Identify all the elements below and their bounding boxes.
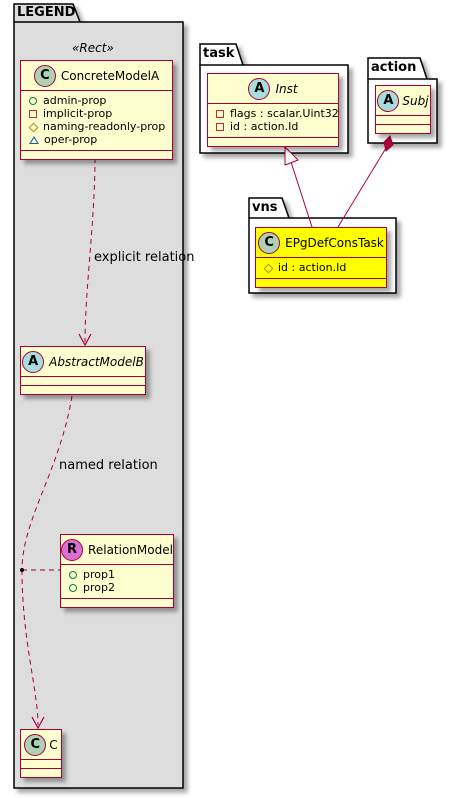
class-concrete-model-a[interactable]: C ConcreteModelA admin-prop implicit-pro… <box>20 60 173 160</box>
class-header: A AbstractModelB <box>21 347 145 377</box>
method-list <box>61 599 173 607</box>
class-name: C <box>49 737 58 752</box>
class-header: A Subj <box>376 86 430 116</box>
method-list <box>21 386 145 394</box>
attribute-row: flags : scalar.Uint32 <box>216 107 339 120</box>
attribute-list <box>21 377 145 386</box>
private-visibility-icon <box>216 122 224 131</box>
class-subj[interactable]: A Subj <box>375 85 431 134</box>
class-name: RelationModel <box>88 542 173 557</box>
composition-edge <box>337 135 394 228</box>
vns-package-label: vns <box>252 200 278 215</box>
class-c-icon: C <box>33 64 56 87</box>
attribute-row: implicit-prop <box>29 107 172 120</box>
protected-visibility-icon <box>264 264 272 272</box>
class-header: C C <box>21 730 61 760</box>
action-package-label: action <box>371 60 417 75</box>
class-abstract-model-b[interactable]: A AbstractModelB <box>20 346 146 395</box>
attribute-row: id : action.Id <box>264 261 386 274</box>
attribute-list: prop1 prop2 <box>61 565 173 599</box>
abstract-a-icon: A <box>22 350 45 373</box>
relation-junction-dot <box>20 568 24 572</box>
class-name: Subj <box>402 93 429 108</box>
relation-r-icon: R <box>61 538 84 561</box>
attribute-row: prop1 <box>69 568 173 581</box>
class-header: C EPgDefConsTask <box>256 228 386 258</box>
class-c-icon: C <box>24 733 47 756</box>
attribute-row: naming-readonly-prop <box>29 120 172 133</box>
method-list <box>256 279 386 287</box>
public-visibility-icon <box>69 570 77 579</box>
class-c-icon: C <box>258 231 281 254</box>
method-list <box>21 151 172 159</box>
abstract-a-icon: A <box>377 89 400 112</box>
class-header: C ConcreteModelA <box>21 61 172 91</box>
private-visibility-icon <box>29 109 37 118</box>
class-header: R RelationModel <box>61 535 173 565</box>
attribute-row: id : action.Id <box>216 120 338 133</box>
protected-visibility-icon <box>29 123 37 131</box>
method-list <box>376 125 430 133</box>
attribute-list <box>376 116 430 125</box>
legend-package-label: LEGEND <box>17 5 76 20</box>
class-epg-def-cons-task[interactable]: C EPgDefConsTask id : action.Id <box>255 227 387 288</box>
public-visibility-icon <box>29 96 37 105</box>
task-package-label: task <box>203 46 235 61</box>
class-header: A Inst <box>208 74 338 104</box>
method-list <box>21 769 61 777</box>
attribute-list: admin-prop implicit-prop naming-readonly… <box>21 91 172 151</box>
attribute-list <box>21 760 61 769</box>
inheritance-edge <box>284 145 313 228</box>
explicit-relation-label: explicit relation <box>94 250 195 265</box>
attribute-list: flags : scalar.Uint32 id : action.Id <box>208 104 339 138</box>
class-name: EPgDefConsTask <box>285 235 384 250</box>
package-visibility-icon <box>29 135 39 144</box>
legend-stereotype: «Rect» <box>72 41 114 55</box>
class-name: AbstractModelB <box>49 354 144 369</box>
named-relation-label: named relation <box>59 458 158 473</box>
attribute-row: admin-prop <box>29 94 172 107</box>
attribute-list: id : action.Id <box>256 258 386 279</box>
abstract-a-icon: A <box>248 77 271 100</box>
method-list <box>208 138 338 146</box>
attribute-row: oper-prop <box>29 133 172 146</box>
public-visibility-icon <box>69 583 77 592</box>
class-name: ConcreteModelA <box>60 68 160 83</box>
class-name: Inst <box>275 81 298 96</box>
private-visibility-icon <box>216 109 224 118</box>
class-c[interactable]: C C <box>20 729 62 778</box>
class-relation-model[interactable]: R RelationModel prop1 prop2 <box>60 534 174 608</box>
named-relation-edge <box>20 395 73 730</box>
class-inst[interactable]: A Inst flags : scalar.Uint32 id : action… <box>207 73 339 147</box>
attribute-row: prop2 <box>69 581 173 594</box>
explicit-relation-edge <box>78 157 96 347</box>
